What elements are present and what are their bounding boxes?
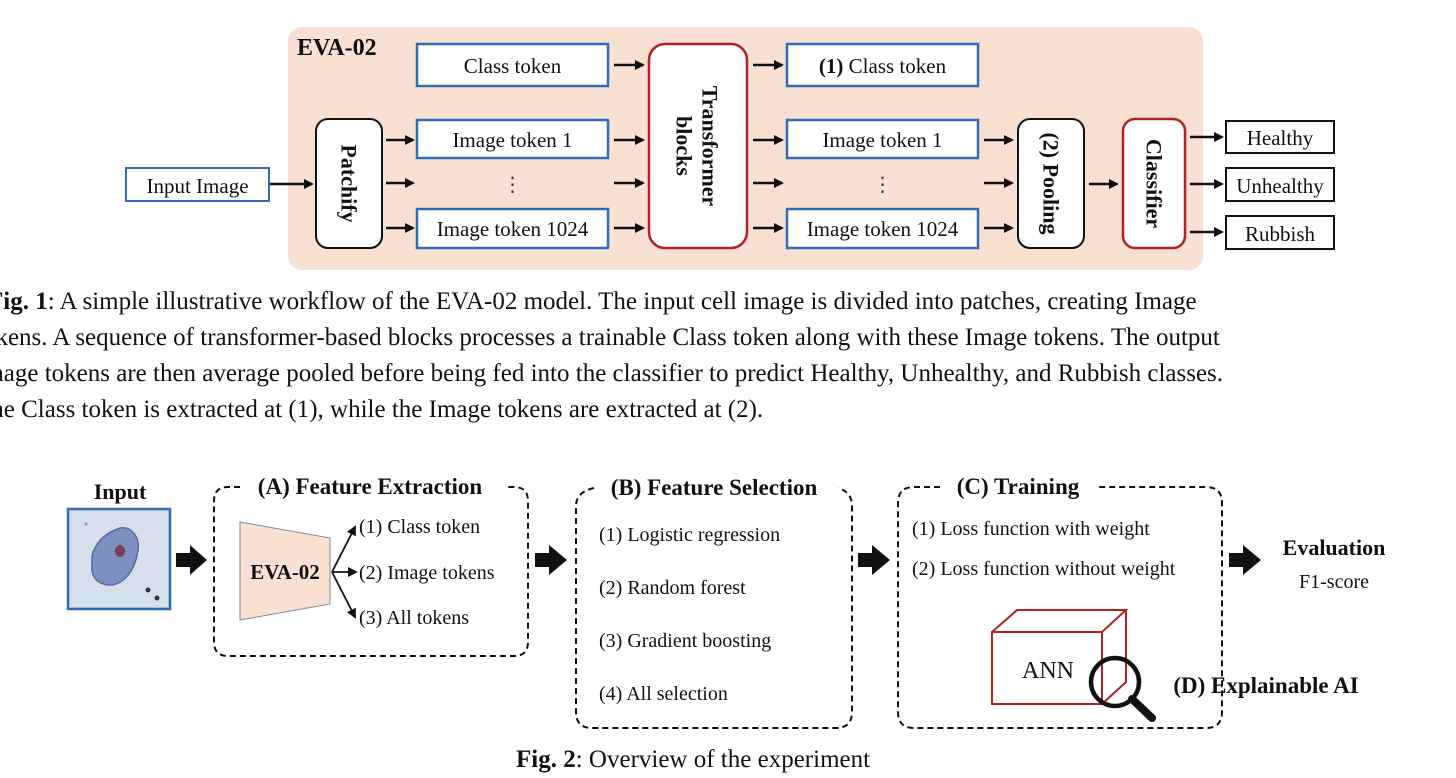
fig1-caption-line1: Fig. 1: A simple illustrative workflow o…: [0, 284, 1223, 320]
image-token-1-label: Image token 1: [452, 128, 572, 152]
pooling-box: [1017, 118, 1085, 249]
fig2-eva02-label: EVA-02: [250, 560, 320, 584]
rubbish-label: Rubbish: [1245, 222, 1316, 246]
out-image-token-1024-box: [785, 207, 980, 250]
eva02-panel-title: EVA-02: [297, 35, 377, 61]
healthy-label: Healthy: [1247, 126, 1314, 150]
big-arrow-b-c: [858, 545, 890, 575]
ann-cube: [991, 609, 1129, 705]
fig1-diagram: EVA-02 Input Image Patchify Class token …: [125, 27, 1335, 270]
fig2-caption-text: : Overview of the experiment: [575, 746, 871, 773]
class-token-label: Class token: [464, 54, 562, 78]
b-item-random-forest: (2) Random forest: [599, 577, 746, 599]
fig2-diagram: Input (A) Feature Extraction EVA-02 (1) …: [66, 474, 1386, 729]
healthy-box: [1225, 120, 1335, 154]
out-class-token-label: (1) Class token: [819, 54, 947, 78]
section-c-box: [897, 486, 1223, 729]
rubbish-box: [1225, 215, 1335, 250]
token-ellipsis-out: ⋮: [873, 172, 893, 196]
out-image-token-1024-label: Image token 1024: [807, 217, 959, 241]
a-item-class-token: (1) Class token: [359, 516, 480, 538]
b-item-logistic: (1) Logistic regression: [599, 524, 780, 546]
out-class-token-box: [785, 42, 980, 88]
unhealthy-label: Unhealthy: [1236, 174, 1324, 198]
fig1-caption: Fig. 1: A simple illustrative workflow o…: [0, 284, 1223, 428]
a-item-all-tokens: (3) All tokens: [359, 607, 469, 629]
transformer-label-line2: blocks: [672, 116, 697, 176]
ann-label: ANN: [1022, 658, 1074, 684]
image-token-1024-box: [415, 207, 610, 250]
classifier-box: [1121, 117, 1187, 250]
metric-label: F1-score: [1299, 571, 1369, 593]
big-arrow-a-b: [535, 545, 567, 575]
pooling-label: (2) Pooling: [1039, 132, 1064, 234]
input-image-box: [125, 167, 270, 202]
b-item-all-selection: (4) All selection: [599, 683, 728, 705]
out-image-token-1-label: Image token 1: [822, 128, 942, 152]
fig1-caption-line3: Image tokens are then average pooled bef…: [0, 360, 1224, 387]
evaluation-label: Evaluation: [1283, 535, 1386, 560]
fig2-input-label: Input: [94, 479, 147, 504]
input-image-label: Input Image: [146, 174, 248, 198]
section-c-title: (C) Training: [957, 474, 1080, 499]
section-b-box: [575, 487, 853, 729]
section-a-box: [213, 486, 529, 657]
class-token-box: [415, 42, 610, 88]
cell-image-thumbnail: [66, 507, 172, 611]
big-arrow-input-a: [176, 545, 207, 575]
a-item-image-tokens: (2) Image tokens: [359, 562, 495, 584]
big-arrow-c-eval: [1229, 545, 1261, 575]
image-token-1-box: [415, 118, 610, 160]
transformer-label-line1: Transformer: [698, 86, 723, 207]
arrow-eva-all: [331, 571, 356, 619]
token-ellipsis-in: ⋮: [503, 172, 523, 196]
fig2-caption-label: Fig. 2: [516, 746, 576, 773]
section-b-title: (B) Feature Selection: [611, 475, 818, 500]
c-item-with-weight: (1) Loss function with weight: [912, 518, 1150, 540]
arrow-eva-class: [331, 525, 356, 573]
magnifier-icon: [1088, 655, 1156, 722]
b-item-gradient-boosting: (3) Gradient boosting: [599, 630, 771, 652]
classifier-label: Classifier: [1142, 139, 1167, 228]
fig1-caption-line2: tokens. A sequence of transformer-based …: [0, 324, 1220, 351]
eva02-trapezoid: [239, 521, 331, 621]
c-item-without-weight: (2) Loss function without weight: [912, 558, 1176, 580]
transformer-box: [647, 42, 749, 250]
fig1-caption-line4: The Class token is extracted at (1), whi…: [0, 396, 764, 423]
fig1-caption-label: Fig. 1: [0, 288, 48, 315]
unhealthy-box: [1225, 167, 1335, 202]
out-image-token-1-box: [785, 118, 980, 160]
image-token-1024-label: Image token 1024: [437, 217, 589, 241]
patchify-label: Patchify: [337, 144, 362, 222]
fig2-caption: Fig. 2: Overview of the experiment: [516, 742, 870, 778]
section-a-title: (A) Feature Extraction: [258, 474, 483, 499]
patchify-box: [315, 118, 383, 249]
section-d-title: (D) Explainable AI: [1173, 673, 1358, 698]
